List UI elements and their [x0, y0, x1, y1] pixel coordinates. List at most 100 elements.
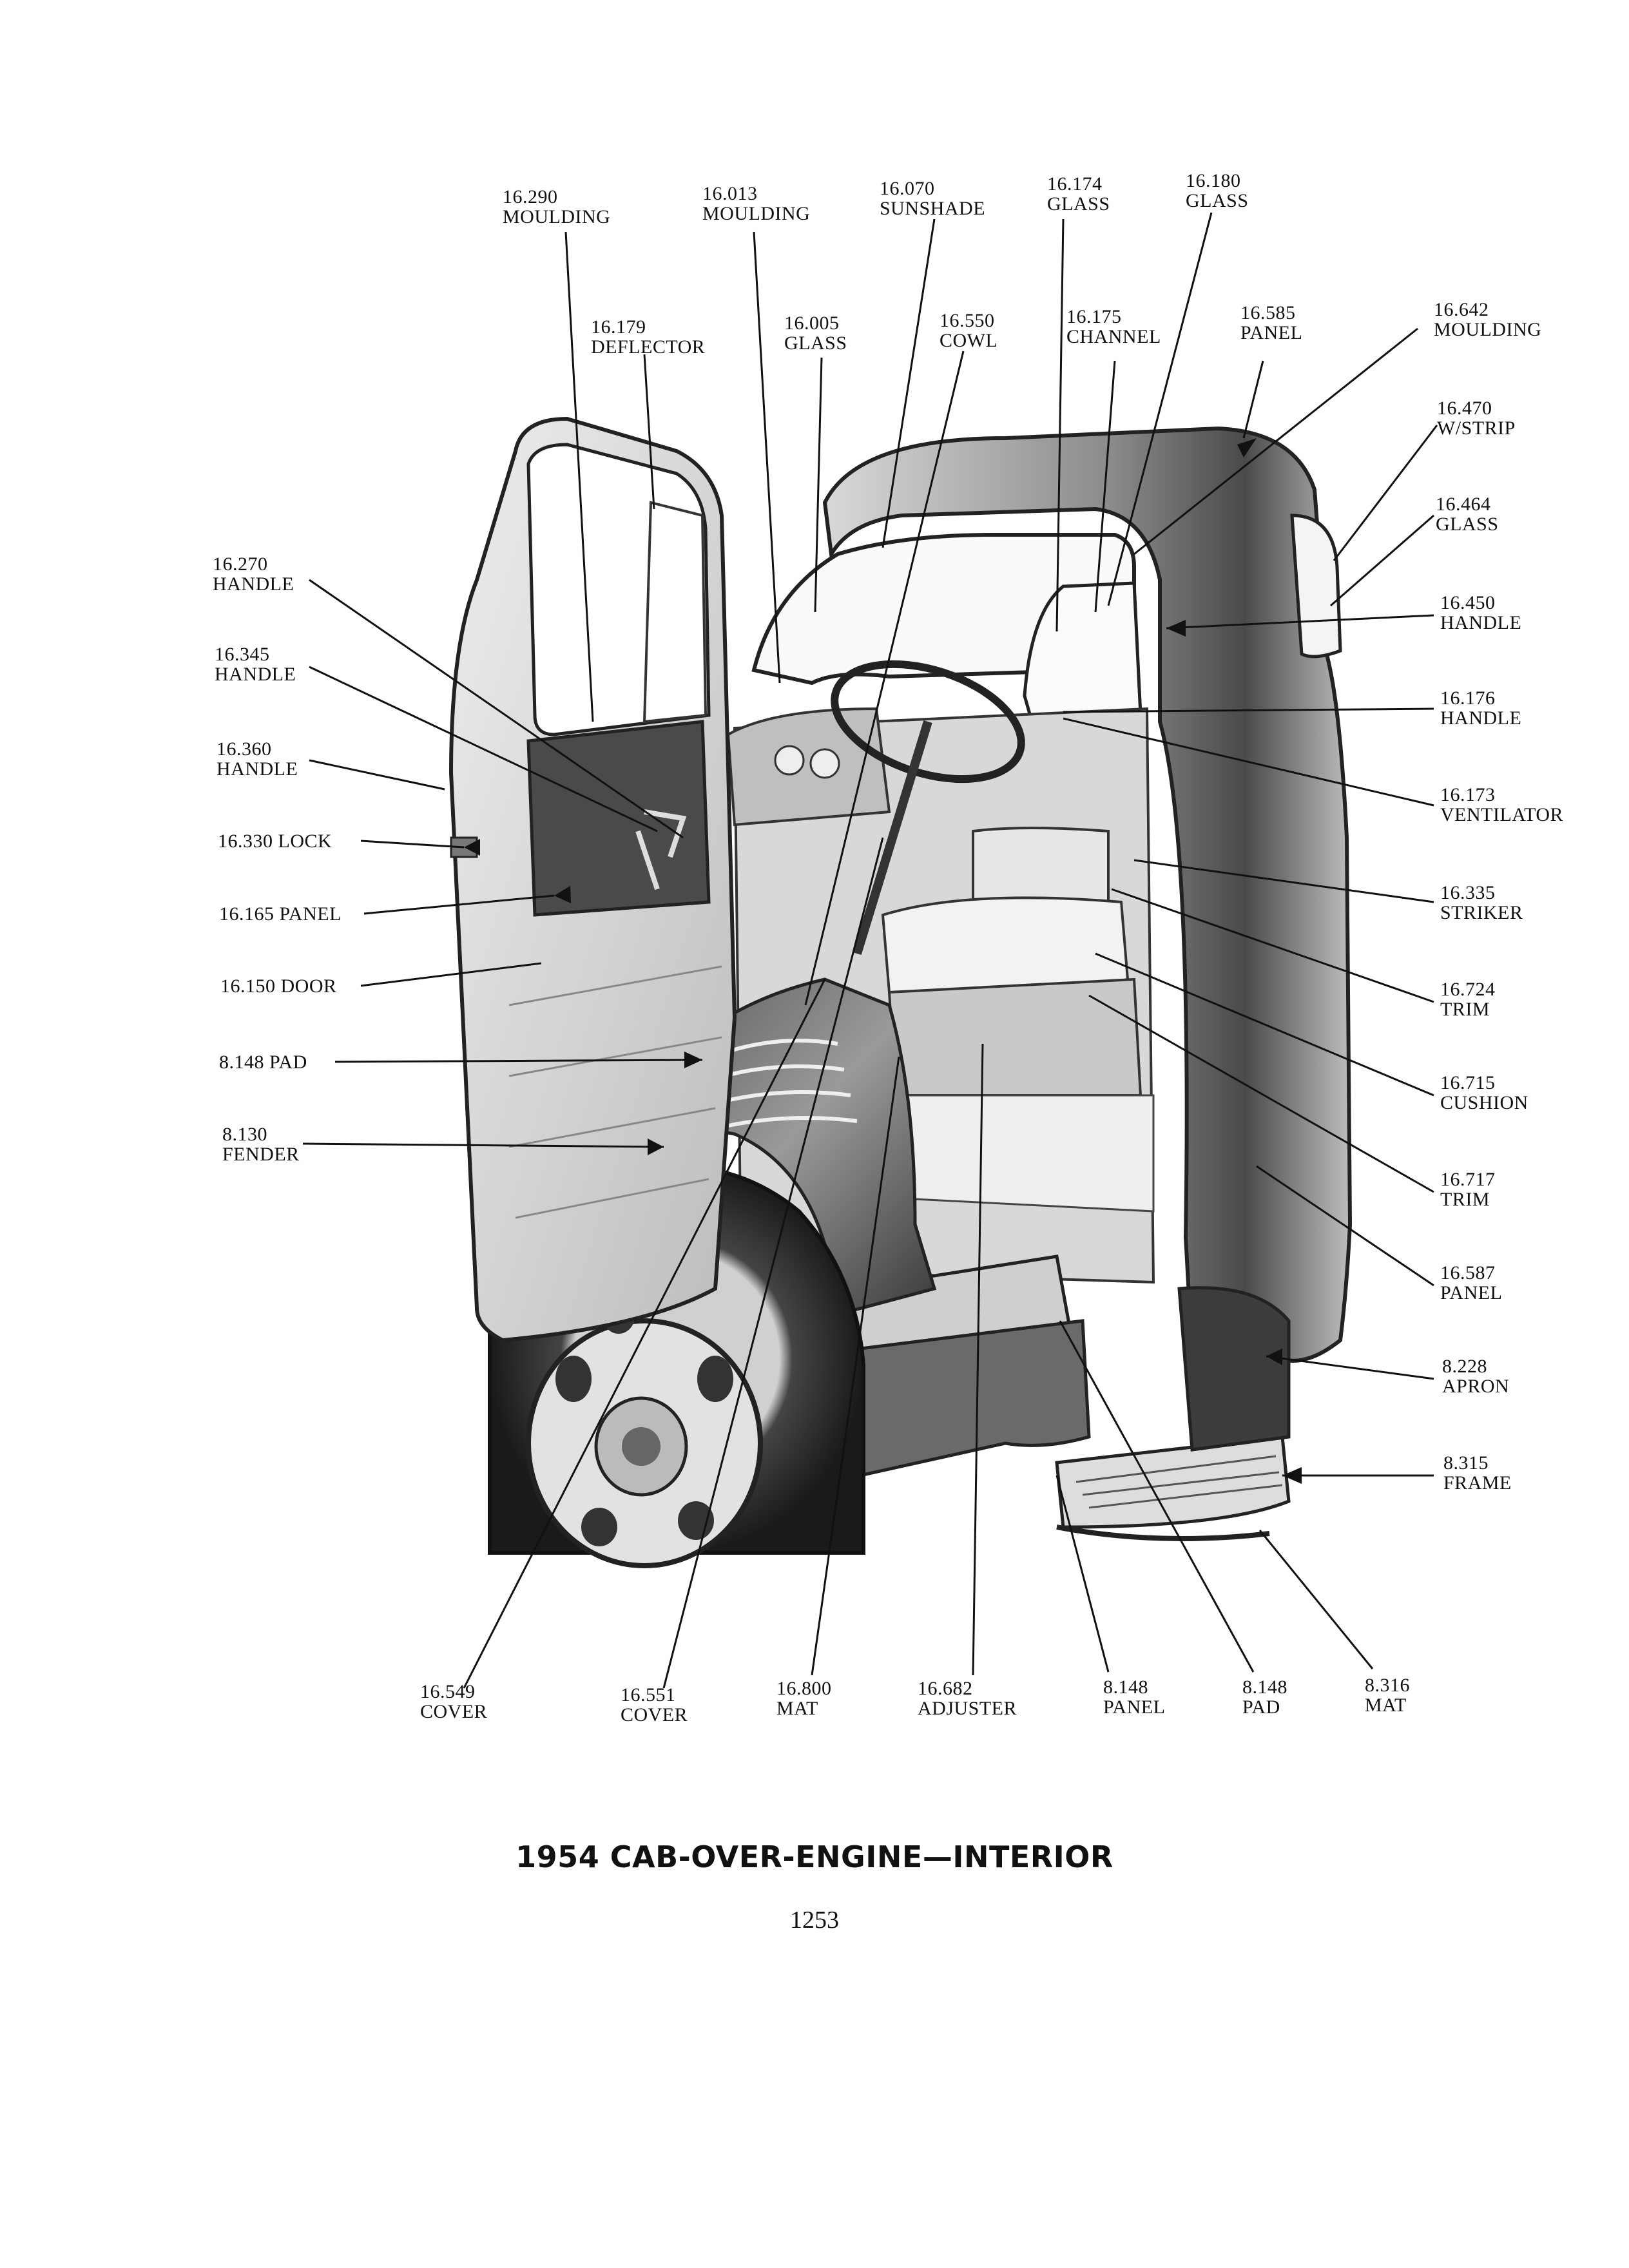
page-number: 1253	[790, 1907, 839, 1934]
part-number: 16.005	[784, 312, 840, 334]
leader-lines	[302, 212, 1438, 1689]
label-16724-trim: 16.724 TRIM	[1440, 979, 1496, 1019]
label-8315-frame: 8.315 FRAME	[1443, 1453, 1512, 1493]
part-name: GLASS	[1436, 514, 1499, 535]
part-name: TRIM	[1440, 999, 1490, 1020]
part-name: DOOR	[280, 975, 337, 997]
part-name: VENTILATOR	[1440, 804, 1564, 825]
part-number: 16.335	[1440, 882, 1496, 903]
part-name: PANEL	[1440, 1282, 1503, 1303]
part-number: 16.013	[702, 183, 758, 204]
part-number: 16.682	[918, 1678, 973, 1699]
arrowheads	[464, 438, 1302, 1484]
part-name: ADJUSTER	[918, 1698, 1017, 1719]
part-number: 16.290	[503, 186, 558, 207]
part-number: 16.070	[880, 178, 935, 199]
part-name: HANDLE	[213, 573, 294, 595]
part-name: HANDLE	[1440, 707, 1522, 729]
part-number: 8.130	[222, 1124, 267, 1145]
part-number: 16.464	[1436, 494, 1491, 515]
part-name: PANEL	[279, 903, 342, 925]
label-8148-pad-bottom: 8.148 PAD	[1242, 1677, 1287, 1717]
part-number: 16.176	[1440, 687, 1496, 709]
part-number: 8.228	[1442, 1356, 1487, 1377]
part-name: GLASS	[1186, 190, 1249, 211]
label-16005-glass: 16.005 GLASS	[784, 313, 847, 353]
part-number: 16.179	[591, 316, 646, 338]
part-number: 8.148	[1242, 1677, 1287, 1698]
part-name: HANDLE	[217, 758, 298, 780]
label-16345-handle: 16.345 HANDLE	[215, 644, 296, 684]
label-16450-handle: 16.450 HANDLE	[1440, 593, 1521, 633]
part-number: 16.724	[1440, 979, 1496, 1000]
part-number: 16.450	[1440, 592, 1496, 613]
part-name: MOULDING	[1434, 319, 1542, 340]
part-number: 16.360	[217, 738, 272, 760]
label-16290-moulding: 16.290 MOULDING	[503, 187, 610, 227]
label-16360-handle: 16.360 HANDLE	[217, 739, 298, 779]
label-16165-panel: 16.165 PANEL	[219, 904, 342, 924]
label-16330-lock: 16.330 LOCK	[218, 831, 332, 851]
part-name: CHANNEL	[1066, 326, 1161, 347]
label-16470-wstrip: 16.470 W/STRIP	[1437, 398, 1516, 438]
label-8228-apron: 8.228 APRON	[1442, 1356, 1509, 1396]
page-caption: 1954 CAB-OVER-ENGINE—INTERIOR	[516, 1840, 1113, 1874]
label-16173-ventilator: 16.173 VENTILATOR	[1440, 785, 1563, 825]
cab-body	[726, 426, 1353, 1363]
label-16013-moulding: 16.013 MOULDING	[702, 184, 810, 224]
part-number: 16.180	[1186, 170, 1241, 191]
part-number: 16.330	[218, 831, 278, 852]
label-16550-cowl: 16.550 COWL	[940, 311, 998, 351]
part-number: 16.585	[1240, 302, 1296, 323]
part-number: 8.148	[1103, 1677, 1148, 1698]
part-name: GLASS	[1047, 193, 1110, 215]
label-16179-deflector: 16.179 DEFLECTOR	[591, 317, 705, 357]
part-number: 16.717	[1440, 1169, 1496, 1190]
part-number: 16.175	[1066, 306, 1122, 327]
part-number: 16.470	[1437, 398, 1492, 419]
part-number: 16.270	[213, 553, 268, 575]
step-assembly	[809, 1254, 1291, 1541]
label-16180-glass: 16.180 GLASS	[1186, 171, 1249, 211]
part-name: STRIKER	[1440, 902, 1523, 923]
part-number: 16.800	[776, 1678, 832, 1699]
part-number: 16.587	[1440, 1262, 1496, 1283]
open-door	[448, 416, 737, 1343]
part-name: TRIM	[1440, 1189, 1490, 1210]
part-number: 16.150	[220, 975, 281, 997]
part-name: MAT	[1365, 1695, 1407, 1716]
label-16175-channel: 16.175 CHANNEL	[1066, 307, 1161, 347]
label-16717-trim: 16.717 TRIM	[1440, 1169, 1496, 1209]
part-number: 8.315	[1443, 1452, 1489, 1474]
part-name: HANDLE	[1440, 612, 1522, 633]
part-name: LOCK	[278, 831, 333, 852]
label-8130-fender: 8.130 FENDER	[222, 1124, 300, 1164]
label-8148-pad-left: 8.148 PAD	[219, 1052, 307, 1072]
part-name: PAD	[1242, 1696, 1280, 1718]
label-16587-panel: 16.587 PANEL	[1440, 1263, 1502, 1303]
part-name: W/STRIP	[1437, 418, 1516, 439]
part-name: COVER	[621, 1704, 688, 1725]
label-16715-cushion: 16.715 CUSHION	[1440, 1073, 1528, 1113]
label-16070-sunshade: 16.070 SUNSHADE	[880, 178, 985, 218]
part-number: 16.642	[1434, 299, 1489, 320]
part-number: 16.165	[219, 903, 280, 925]
label-16270-handle: 16.270 HANDLE	[213, 554, 294, 594]
part-number: 8.316	[1365, 1675, 1410, 1696]
label-16642-moulding: 16.642 MOULDING	[1434, 300, 1541, 340]
label-16150-door: 16.150 DOOR	[220, 976, 337, 996]
label-16176-handle: 16.176 HANDLE	[1440, 688, 1521, 728]
part-name: DEFLECTOR	[591, 336, 706, 358]
part-name: FENDER	[222, 1144, 300, 1165]
part-name: COWL	[940, 330, 998, 351]
label-16174-glass: 16.174 GLASS	[1047, 174, 1110, 214]
label-16800-mat: 16.800 MAT	[776, 1678, 832, 1718]
label-8148-panel: 8.148 PANEL	[1103, 1677, 1165, 1717]
part-name: PAD	[269, 1052, 307, 1073]
part-name: SUNSHADE	[880, 198, 986, 219]
part-number: 16.551	[621, 1684, 676, 1706]
label-8316-mat: 8.316 MAT	[1365, 1675, 1410, 1715]
part-name: COVER	[420, 1701, 488, 1722]
